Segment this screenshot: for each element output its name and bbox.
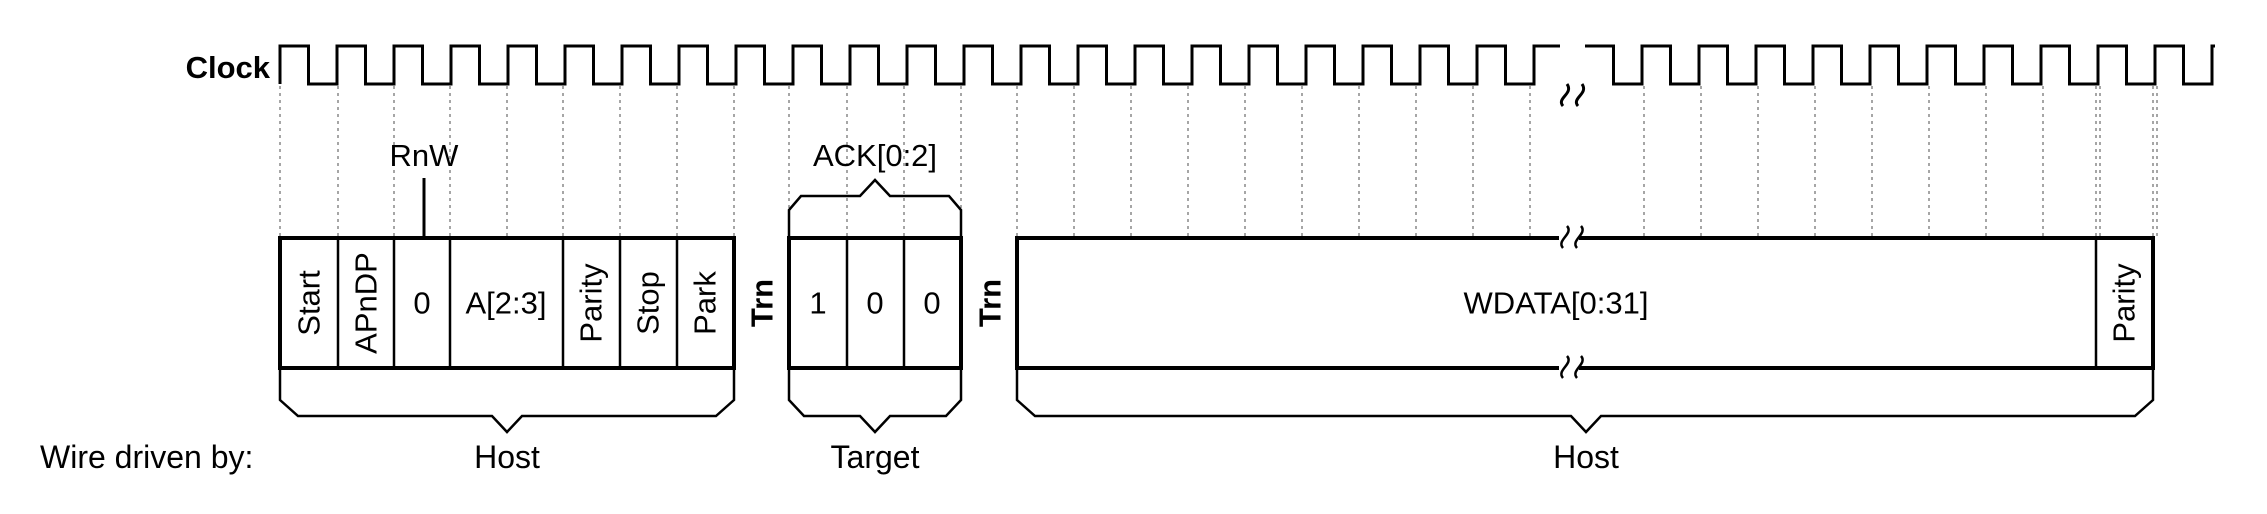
wdata-top-break-mark	[1560, 225, 1584, 249]
host-data-brace	[1015, 368, 2155, 434]
request-packet-frame	[278, 236, 736, 370]
ack-bit-0: 1	[809, 286, 826, 321]
field-parity: Parity	[574, 263, 609, 343]
ack-bit-1: 0	[866, 286, 883, 321]
host-request-brace	[278, 368, 736, 434]
wdata-label: WDATA[0:31]	[1464, 286, 1649, 321]
ack-brace	[787, 178, 963, 238]
trn-label-2: Trn	[973, 279, 1008, 327]
trn-label-1: Trn	[745, 279, 780, 327]
field-apndp: APnDP	[349, 252, 384, 354]
field-rnw-value: 0	[413, 286, 430, 321]
wdata-packet: WDATA[0:31] Parity	[1015, 225, 2155, 380]
clock-edge-guides	[279, 86, 2158, 238]
wdata-top-gap	[1559, 226, 1579, 250]
rnw-label: RnW	[390, 138, 460, 173]
wdata-bottom-break-mark	[1560, 355, 1584, 379]
field-park: Park	[688, 271, 723, 335]
ack-packet-frame	[787, 236, 963, 370]
wire-driven-by-label: Wire driven by:	[40, 439, 253, 475]
target-brace	[787, 368, 963, 434]
ack-label: ACK[0:2]	[813, 138, 937, 173]
wdata-parity: Parity	[2107, 263, 2142, 343]
clock-break-mark	[1559, 83, 1586, 107]
driver-target: Target	[831, 439, 920, 475]
ack-bit-2: 0	[923, 286, 940, 321]
request-packet: Start APnDP 0 A[2:3] Parity Stop Park	[278, 236, 736, 370]
field-address: A[2:3]	[466, 286, 547, 321]
clock-label: Clock	[186, 50, 271, 85]
ack-packet: 1 0 0	[787, 236, 963, 370]
driver-host-data: Host	[1553, 439, 1619, 475]
field-start: Start	[292, 270, 327, 336]
wdata-packet-frame	[1015, 236, 2155, 370]
field-stop: Stop	[631, 271, 666, 335]
wdata-bottom-gap	[1559, 356, 1579, 380]
driver-host-request: Host	[474, 439, 540, 475]
clock-waveform	[278, 44, 2215, 86]
